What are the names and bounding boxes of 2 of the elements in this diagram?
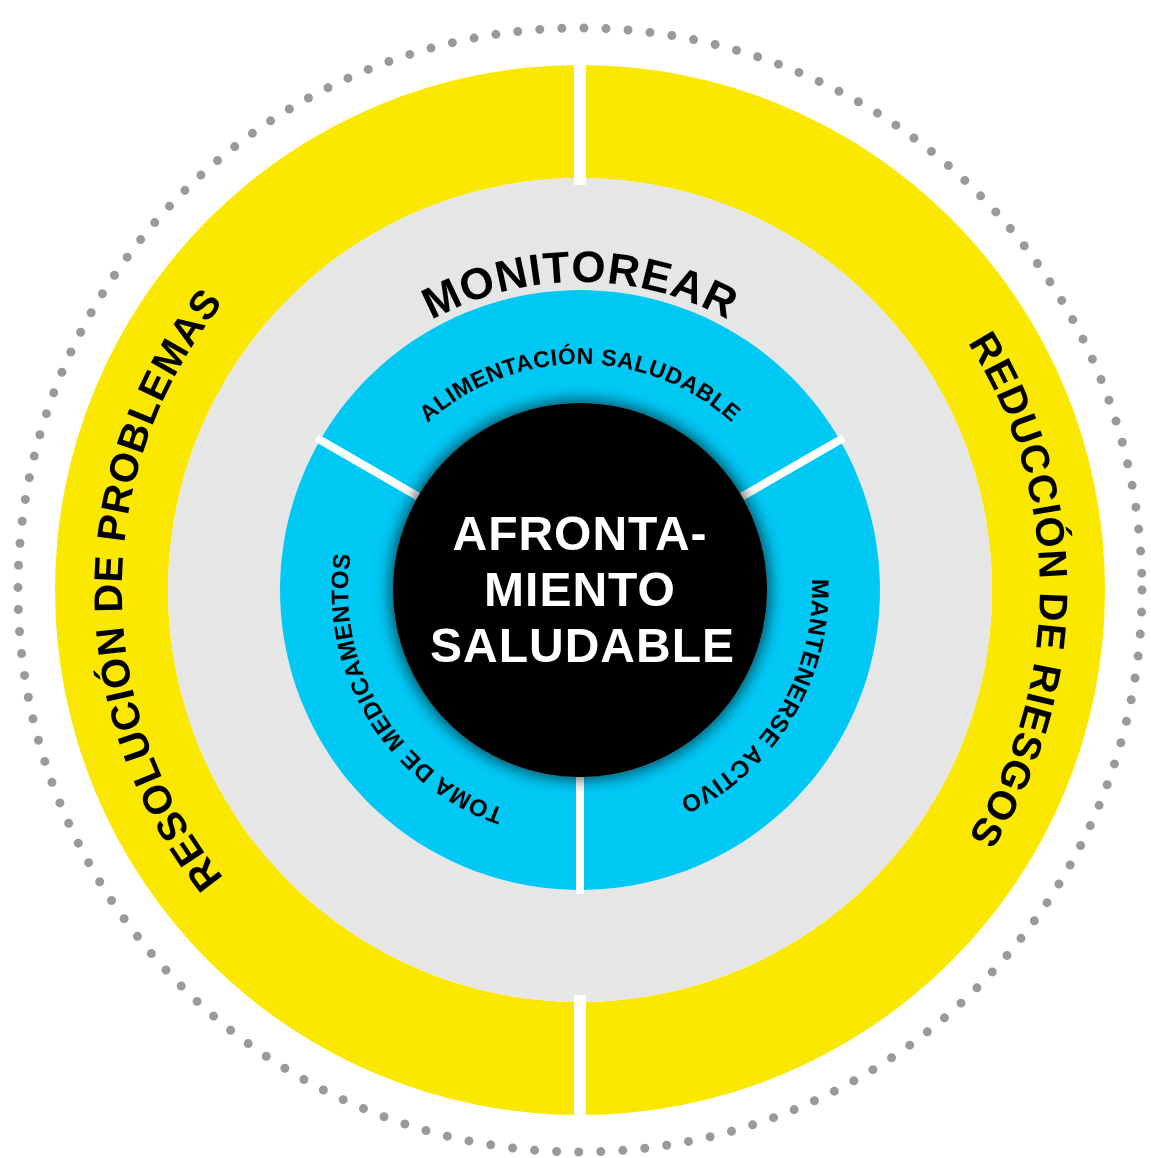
ring-label: MONITOREAR bbox=[414, 241, 747, 328]
center-label: AFRONTA- MIENTO SALUDABLE bbox=[430, 506, 730, 674]
